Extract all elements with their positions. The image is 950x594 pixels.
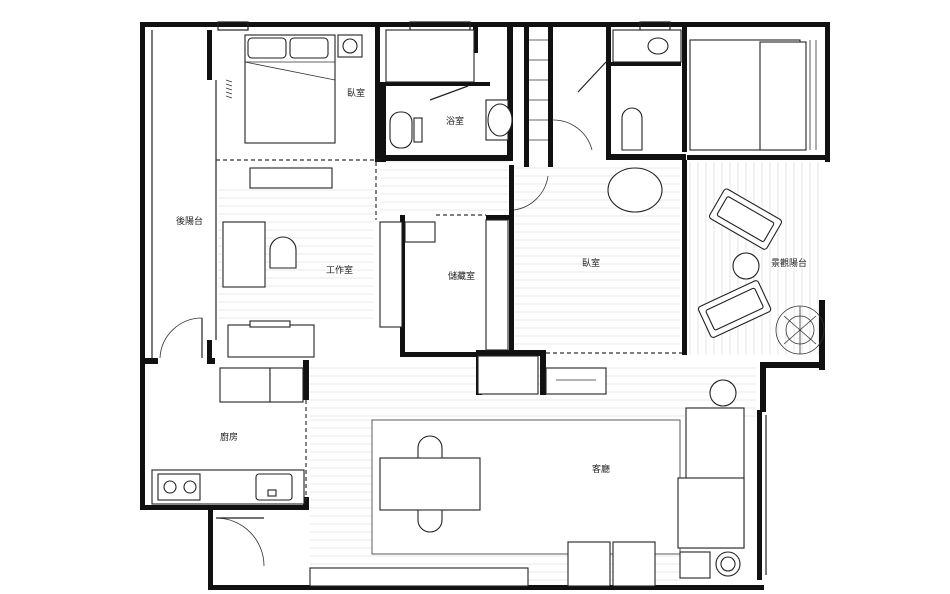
dashed-lines	[216, 159, 682, 500]
room-label-bathroom: 浴室	[446, 115, 464, 127]
room-label-storage: 儲藏室	[448, 270, 475, 282]
room-label-view-balcony: 景觀陽台	[771, 257, 807, 269]
room-label-back-balcony: 後陽台	[176, 215, 203, 227]
kitchen-fixtures	[151, 367, 305, 505]
study-furniture	[222, 221, 315, 358]
room-label-bedroom-2: 臥室	[582, 257, 600, 269]
living-room-furniture	[309, 379, 745, 587]
room-label-bedroom-1: 臥室	[347, 87, 365, 99]
bedroom-2-furniture	[477, 167, 663, 395]
room-label-kitchen: 廚房	[220, 431, 238, 443]
corridor-lines	[529, 39, 548, 141]
room-label-living-room: 客廳	[592, 463, 610, 475]
doors	[159, 61, 607, 567]
room-label-study: 工作室	[326, 264, 353, 276]
room-labels: 臥室 浴室 後陽台 工作室 儲藏室 臥室 景觀陽台 廚房 客廳	[176, 87, 807, 475]
balcony-furniture	[697, 188, 825, 355]
walls	[140, 22, 830, 590]
storage-shelves	[379, 219, 509, 351]
bedroom-1-furniture	[225, 34, 363, 189]
bathroom-fixtures	[385, 29, 807, 151]
